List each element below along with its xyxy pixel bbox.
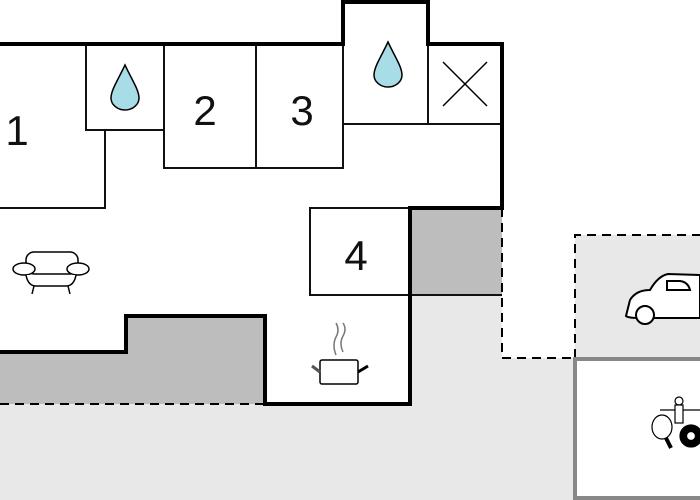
hobby-room — [573, 357, 700, 500]
bathroom-1-wall — [85, 44, 164, 131]
room-4-wall — [309, 207, 502, 296]
sofa-icon — [12, 251, 90, 295]
room-label-3: 3 — [290, 87, 313, 134]
terrace-right — [410, 208, 502, 295]
toilet-cross-icon — [442, 61, 488, 107]
water-drop-icon — [373, 40, 403, 88]
water-drop-icon — [110, 63, 140, 111]
bathroom-2-wall — [342, 44, 502, 125]
room-1-wall — [0, 130, 106, 209]
room-label-4: 4 — [344, 232, 367, 279]
terrace-left — [0, 316, 265, 404]
games-room-icon — [651, 396, 700, 449]
outdoor-area — [0, 295, 575, 500]
room-label-1: 1 — [5, 107, 28, 154]
room-label-2: 2 — [193, 87, 216, 134]
outdoor-boundary — [501, 208, 575, 359]
cooking-pot-icon — [311, 322, 369, 385]
garage-boundary — [574, 234, 700, 358]
car-icon — [624, 272, 700, 325]
outer-wall — [0, 0, 504, 406]
